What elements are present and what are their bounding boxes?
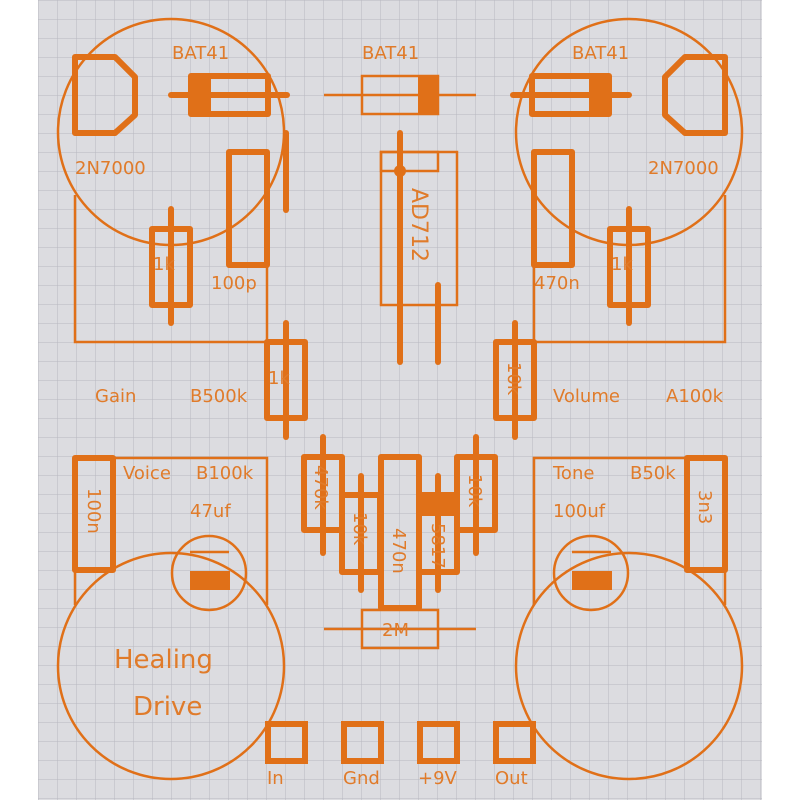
elec-cap-47uf [170,534,248,612]
pad-out-label: Out [495,768,528,789]
resistor2-label: 1k [268,368,290,389]
transistor-label: 2N7000 [648,158,719,179]
pad-gnd [341,721,384,764]
diode-label: BAT41 [572,43,629,64]
cap-100p [226,149,270,268]
resistor-1k-2 [264,339,308,421]
ic-notch [379,150,440,173]
cap-100n-label: 100n [83,488,104,534]
pad-out [493,721,536,764]
gain-value: B500k [190,386,248,407]
bottom-right-section: 3n3 Tone B50k 100uf [514,455,744,781]
cap-label: 470n [534,273,580,294]
cap-470n-label: 470n [388,528,409,574]
diode-label: BAT41 [362,43,419,64]
diode-5817-label: 5817 [427,523,448,569]
pad-in-label: In [267,768,284,789]
io-pads: In Gnd +9V Out [265,721,536,789]
elec-cap-minus [190,571,230,590]
top-left-section: 2N7000 BAT41 100p 1k 1k Gain B500k [56,17,308,440]
cap-3n3-label: 3n3 [694,490,715,524]
resistor-10k [493,339,537,421]
diode-band [416,492,460,516]
diode-band [189,74,211,116]
resistor-label: 1k [611,254,633,275]
resistor-1k [607,226,651,308]
tone-value: B50k [630,463,676,484]
diode-band [589,74,611,116]
title-line1: Healing [114,645,213,675]
diode-label: BAT41 [172,43,229,64]
resistor2-label: 10k [503,362,524,396]
voice-pot-outline [56,551,286,781]
elec-cap-label: 100uf [553,501,606,522]
pot-wire-gain [73,195,269,344]
resistor-10k-b [454,454,498,533]
pot-wire-volume [532,195,727,344]
middle-section: 470k 10k 470n 5817 10k 2M [301,434,498,650]
cap-3n3 [684,455,728,573]
transistor-label: 2N7000 [75,158,146,179]
volume-label: Volume [553,386,620,407]
elec-cap-minus [572,571,612,590]
gain-label: Gain [95,386,136,407]
r-10k-label: 10k [349,512,370,546]
elec-cap-label: 47uf [190,501,231,522]
tone-label: Tone [552,463,594,484]
top-right-section: 2N7000 BAT41 470n 1k 10k Volume A100k [493,17,744,440]
bottom-left-section: 100n Voice B100k 47uf Healing Drive [56,455,286,781]
voice-label: Voice [123,463,171,484]
tone-pot-outline [514,551,744,781]
resistor-2m [360,608,440,650]
resistor-label: 1k [153,254,175,275]
voice-value: B100k [196,463,254,484]
resistor-1k [149,226,193,308]
cap-470n [531,149,575,268]
pad-gnd-label: Gnd [343,768,380,789]
pad-9v-label: +9V [418,768,458,789]
pad-9v [417,721,460,764]
r-470k-label: 470k [310,465,331,510]
r-2m-label: 2M [382,620,409,641]
elec-cap-100uf [552,534,630,612]
cap-100n [72,455,116,573]
cap-label: 100p [211,273,257,294]
transistor-2n7000-right [662,54,728,136]
diode-band [418,75,439,115]
grid [38,0,762,800]
pad-in [265,721,308,764]
ic-label: AD712 [406,188,431,262]
volume-value: A100k [666,386,724,407]
ic-pin1-dot [394,165,406,177]
top-middle-section: BAT41 AD712 [324,43,476,365]
r-10k-b-label: 10k [464,474,485,508]
title-line2: Drive [133,692,202,722]
transistor-2n7000-left [72,54,138,136]
